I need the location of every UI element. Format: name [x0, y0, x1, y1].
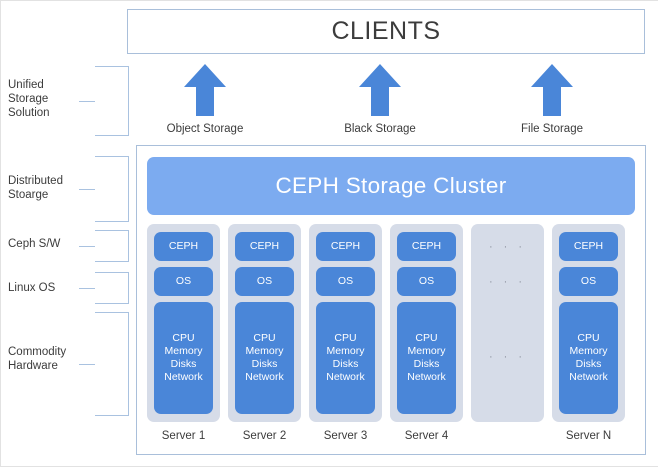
server-2-hw-network: Network	[245, 371, 284, 383]
arrow-label-file-storage: File Storage	[520, 123, 583, 135]
bracket-commodity-hardware	[95, 312, 129, 416]
server-label-1: Server 1	[161, 430, 206, 442]
server-n-ceph-label: CEPH	[573, 240, 604, 252]
server-2-os-label: OS	[256, 275, 273, 287]
up-arrow-icon-file-storage	[530, 62, 574, 118]
server-4-os-box: OS	[397, 267, 456, 296]
arrow-label-object-storage: Object Storage	[166, 123, 244, 135]
server-n-hw-disks: Disks	[575, 358, 602, 370]
server-1-ceph-label: CEPH	[168, 240, 199, 252]
server-4-os-label: OS	[418, 275, 435, 287]
server-4-hw-cpu: CPU	[415, 332, 438, 344]
server-4-ceph-label: CEPH	[411, 240, 442, 252]
server-2-ceph-box: CEPH	[235, 232, 294, 261]
server-column-n: CEPH OS CPU Memory Disks Network	[552, 224, 625, 422]
server-1-ceph-box: CEPH	[154, 232, 213, 261]
bracket-stub-unified-storage-solution	[79, 101, 95, 102]
server-4-ceph-box: CEPH	[397, 232, 456, 261]
server-1-hw-memory: Memory	[164, 345, 203, 357]
server-3-hw-memory: Memory	[326, 345, 365, 357]
server-3-hw-network: Network	[326, 371, 365, 383]
server-2-hw-cpu: CPU	[253, 332, 276, 344]
server-4-hw-disks: Disks	[413, 358, 440, 370]
server-n-hw-memory: Memory	[569, 345, 608, 357]
bracket-stub-distributed-storage	[79, 189, 95, 190]
side-label-unified-storage-solution: Unified Storage Solution	[8, 79, 50, 119]
ellipsis-dots-ceph: · · ·	[488, 241, 527, 253]
server-3-hardware-box: CPU Memory Disks Network	[316, 302, 375, 414]
bracket-linux-os	[95, 272, 129, 304]
side-label-ceph-sw: Ceph S/W	[8, 238, 61, 250]
server-3-os-box: OS	[316, 267, 375, 296]
ellipsis-dots-hardware: · · ·	[488, 351, 527, 363]
server-n-hw-cpu: CPU	[577, 332, 600, 344]
server-2-hardware-box: CPU Memory Disks Network	[235, 302, 294, 414]
server-n-os-box: OS	[559, 267, 618, 296]
ellipsis-dots-os: · · ·	[488, 276, 527, 288]
server-2-hw-disks: Disks	[251, 358, 278, 370]
server-3-ceph-box: CEPH	[316, 232, 375, 261]
canvas-left-border	[0, 0, 1, 467]
server-column-3: CEPH OS CPU Memory Disks Network	[309, 224, 382, 422]
up-arrow-icon-black-storage	[358, 62, 402, 118]
server-column-2: CEPH OS CPU Memory Disks Network	[228, 224, 301, 422]
server-3-os-label: OS	[337, 275, 354, 287]
server-1-os-label: OS	[175, 275, 192, 287]
server-1-hw-network: Network	[164, 371, 203, 383]
ceph-storage-cluster-title: CEPH Storage Cluster	[275, 173, 507, 198]
clients-title: CLIENTS	[331, 17, 441, 45]
server-2-hw-memory: Memory	[245, 345, 284, 357]
bracket-ceph-sw	[95, 230, 129, 262]
server-label-4: Server 4	[404, 430, 449, 442]
server-3-ceph-label: CEPH	[330, 240, 361, 252]
server-n-os-label: OS	[580, 275, 597, 287]
server-column-ellipsis: · · · · · · · · ·	[471, 224, 544, 422]
bracket-stub-ceph-sw	[79, 246, 95, 247]
server-label-2: Server 2	[242, 430, 287, 442]
server-4-hw-memory: Memory	[407, 345, 446, 357]
server-4-hardware-box: CPU Memory Disks Network	[397, 302, 456, 414]
server-1-os-box: OS	[154, 267, 213, 296]
server-n-hardware-box: CPU Memory Disks Network	[559, 302, 618, 414]
server-2-ceph-label: CEPH	[249, 240, 280, 252]
server-2-os-box: OS	[235, 267, 294, 296]
bracket-distributed-storage	[95, 156, 129, 222]
server-4-hw-network: Network	[407, 371, 446, 383]
arrow-label-black-storage: Black Storage	[344, 123, 416, 135]
clients-box: CLIENTS	[127, 9, 645, 54]
server-column-4: CEPH OS CPU Memory Disks Network	[390, 224, 463, 422]
server-1-hw-disks: Disks	[170, 358, 197, 370]
bracket-unified-storage-solution	[95, 66, 129, 136]
side-label-distributed-storage: Distributed Stoarge	[8, 175, 63, 201]
server-1-hw-cpu: CPU	[172, 332, 195, 344]
server-3-hw-disks: Disks	[332, 358, 359, 370]
canvas-top-border	[0, 0, 658, 1]
ceph-storage-cluster-bar: CEPH Storage Cluster	[147, 157, 635, 215]
server-n-ceph-box: CEPH	[559, 232, 618, 261]
up-arrow-icon-object-storage	[183, 62, 227, 118]
side-label-commodity-hardware: Commodity Hardware	[8, 346, 67, 372]
server-n-hw-network: Network	[569, 371, 608, 383]
server-column-1: CEPH OS CPU Memory Disks Network	[147, 224, 220, 422]
bracket-stub-commodity-hardware	[79, 364, 95, 365]
side-label-linux-os: Linux OS	[8, 282, 56, 294]
server-1-hardware-box: CPU Memory Disks Network	[154, 302, 213, 414]
bracket-stub-linux-os	[79, 288, 95, 289]
server-label-n: Server N	[565, 430, 612, 442]
server-label-3: Server 3	[323, 430, 368, 442]
server-3-hw-cpu: CPU	[334, 332, 357, 344]
